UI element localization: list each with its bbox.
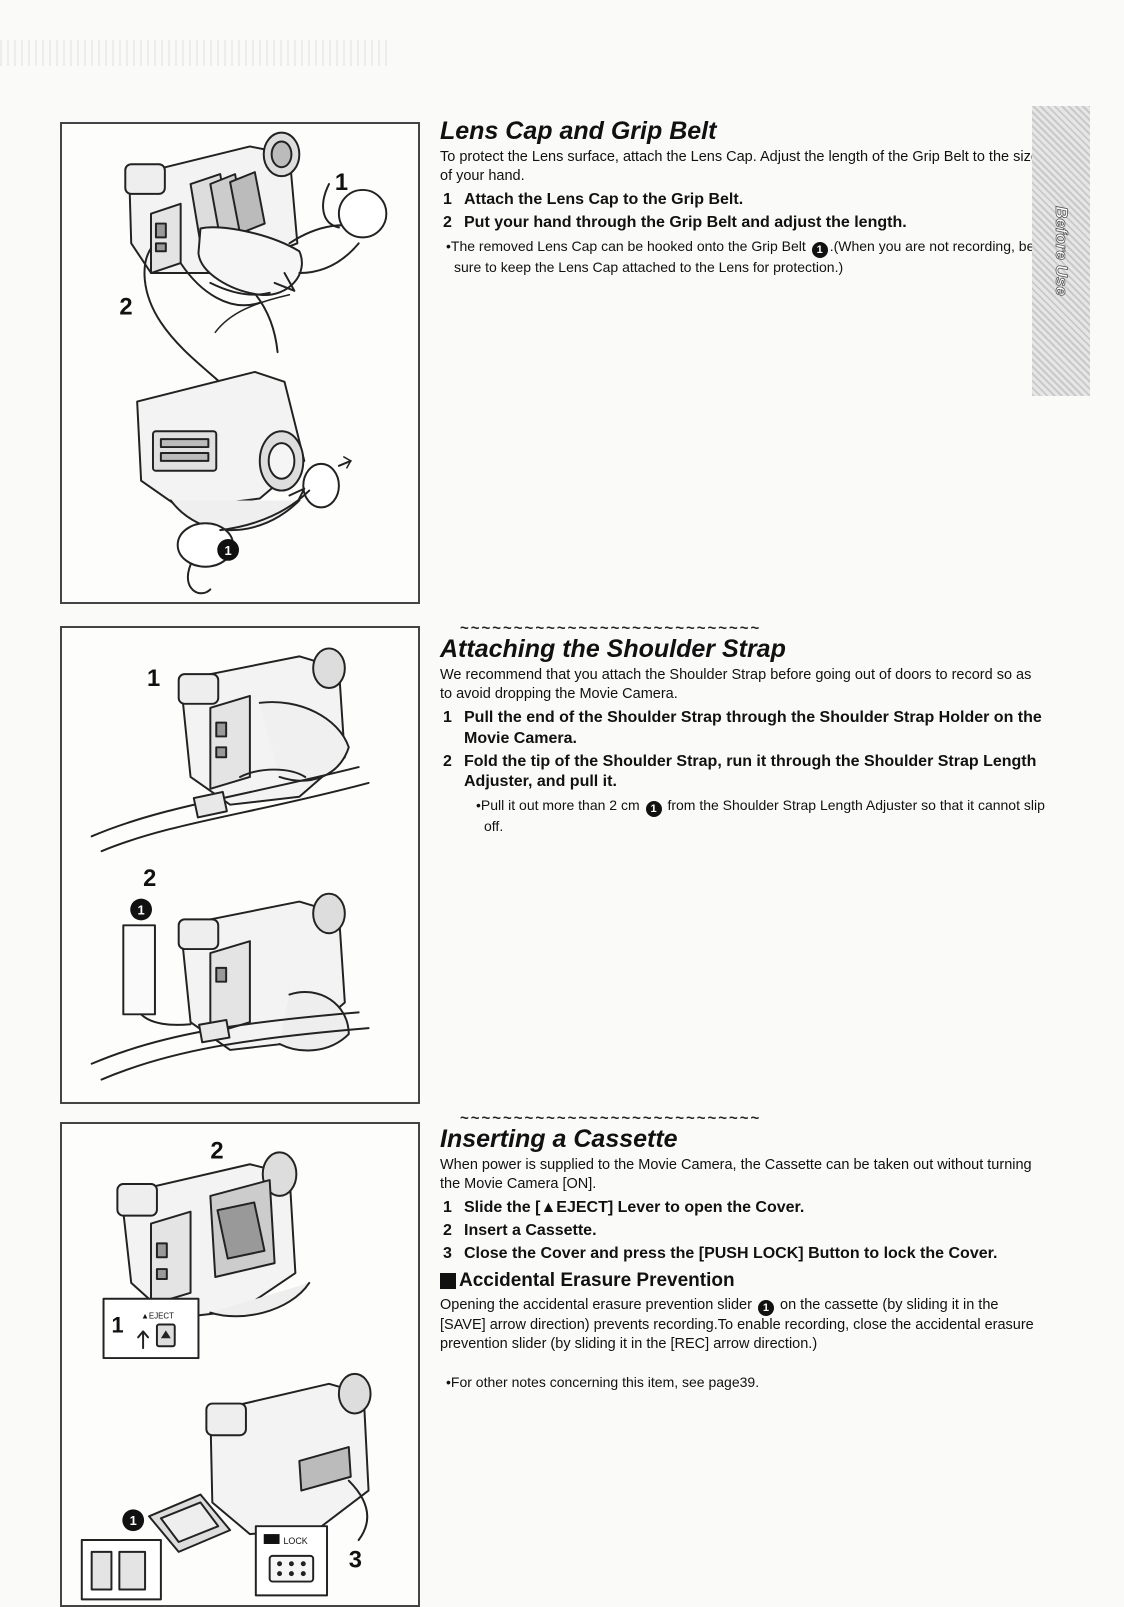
callout-marker: 1 [811, 241, 828, 258]
figure-label: 2 [143, 866, 156, 892]
figure-label: 3 [349, 1548, 362, 1574]
camcorder-illustration [177, 647, 350, 806]
callout-marker-label: 1 [138, 902, 145, 917]
section-title: Inserting a Cassette [440, 1125, 678, 1153]
note: •The removed Lens Cap can be hooked onto… [446, 237, 1035, 275]
hand-illustration [143, 247, 296, 393]
callout-marker-label: 1 [225, 543, 232, 558]
step-text: Attach the Lens Cap to the Grip Belt. [464, 190, 744, 208]
figure-lens-cap-grip-belt: 1 2 1 [60, 122, 420, 604]
step-text: Insert a Cassette. [464, 1221, 597, 1239]
step-item: 2 Fold the tip of the Shoulder Strap, ru… [440, 752, 1045, 794]
step-text: Pull the end of the Shoulder Strap throu… [464, 708, 1042, 747]
section-title: Lens Cap and Grip Belt [440, 117, 717, 145]
grip-belt-illustration [197, 183, 388, 296]
figure-inserting-cassette: 1 ▲EJECT LOCK [60, 1122, 420, 1607]
scan-artifact [0, 40, 390, 66]
note-text: Pull it out more than 2 cm [480, 797, 640, 814]
figure-label: 1 [147, 666, 160, 692]
section-title: Attaching the Shoulder Strap [440, 635, 786, 663]
shoulder-strap-illustration [90, 924, 370, 1081]
body-text: Opening the accidental erasure preventio… [440, 1296, 1045, 1354]
lock-label: LOCK [284, 1536, 308, 1546]
section-divider: ~~~~~~~~~~~~~~~~~~~~~~~~~~~~ [460, 620, 762, 636]
callout-marker [217, 539, 240, 561]
step-text: Fold the tip of the Shoulder Strap, run … [464, 752, 1037, 791]
step-number: 2 [443, 752, 452, 770]
section-intro: We recommend that you attach the Shoulde… [440, 667, 1032, 703]
section-tab: Before Use [1032, 106, 1090, 396]
section-intro: When power is supplied to the Movie Came… [440, 1157, 1032, 1193]
section-inserting-cassette: ~~~~~~~~~~~~~~~~~~~~~~~~~~~~ Inserting a… [440, 1110, 1045, 1391]
note: •Pull it out more than 2 cm 1 from the S… [476, 797, 1045, 835]
note-text: from the Shoulder Strap Length Adjuster … [484, 797, 1045, 835]
step-number: 2 [443, 213, 452, 231]
callout-marker [122, 1509, 145, 1532]
camcorder-illustration [177, 892, 350, 1052]
step-item: 1 Attach the Lens Cap to the Grip Belt. [440, 190, 1045, 211]
step-item: 3 Close the Cover and press the [PUSH LO… [440, 1244, 1045, 1265]
step-number: 1 [443, 190, 452, 208]
step-number: 1 [443, 708, 452, 726]
section-shoulder-strap: ~~~~~~~~~~~~~~~~~~~~~~~~~~~~ Attaching t… [440, 620, 1045, 835]
figure-label: 2 [119, 295, 132, 321]
eject-label: ▲EJECT [141, 1312, 174, 1321]
callout-marker-label: 1 [130, 1513, 137, 1528]
note-text: .(When you are not recording, be sure to… [454, 237, 1035, 275]
body-text-part: Opening the accidental erasure preventio… [440, 1297, 752, 1314]
section-tab-label: Before Use [1052, 206, 1072, 297]
step-text: Close the Cover and press the [PUSH LOCK… [464, 1244, 998, 1262]
step-item: 2 Put your hand through the Grip Belt an… [440, 213, 1045, 234]
figure-label: 1 [335, 170, 348, 196]
camcorder-illustration [205, 1372, 372, 1542]
body-text-part: on the cassette (by sliding it in the [S… [440, 1297, 1034, 1353]
section-divider: ~~~~~~~~~~~~~~~~~~~~~~~~~~~~ [460, 1110, 762, 1126]
camcorder-illustration [136, 370, 306, 531]
figure-label: 1 [111, 1312, 123, 1337]
section-lens-cap-grip-belt: Lens Cap and Grip Belt To protect the Le… [440, 118, 1045, 276]
step-text: Slide the [▲EJECT] Lever to open the Cov… [464, 1198, 805, 1216]
figure-shoulder-strap: 1 2 1 [60, 626, 420, 1104]
subheading-text: Accidental Erasure Prevention [459, 1270, 735, 1292]
note-text: For other notes concerning this item, se… [450, 1374, 760, 1391]
note: •For other notes concerning this item, s… [446, 1374, 760, 1391]
callout-marker: 1 [757, 1300, 774, 1317]
step-number: 2 [443, 1221, 452, 1239]
note-text: The removed Lens Cap can be hooked onto … [450, 237, 806, 254]
callout-marker: 1 [645, 801, 662, 818]
shoulder-strap-illustration [90, 766, 370, 853]
step-number: 3 [443, 1244, 452, 1262]
figure-label: 2 [210, 1138, 223, 1164]
callout-marker [130, 898, 152, 921]
step-item: 2 Insert a Cassette. [440, 1221, 1045, 1242]
camcorder-illustration [124, 131, 301, 274]
section-intro: To protect the Lens surface, attach the … [440, 149, 1039, 185]
subheading: Accidental Erasure Prevention [440, 1270, 1045, 1292]
push-lock-inset: LOCK [254, 1525, 329, 1597]
step-item: 1 Slide the [▲EJECT] Lever to open the C… [440, 1198, 1045, 1219]
step-number: 1 [443, 1198, 452, 1216]
square-bullet-icon [440, 1273, 456, 1290]
cassette-illustration [80, 1493, 232, 1601]
step-text: Put your hand through the Grip Belt and … [464, 213, 907, 231]
camcorder-illustration [116, 1151, 311, 1320]
step-item: 1 Pull the end of the Shoulder Strap thr… [440, 708, 1045, 750]
eject-lever-inset: 1 ▲EJECT [102, 1297, 200, 1360]
